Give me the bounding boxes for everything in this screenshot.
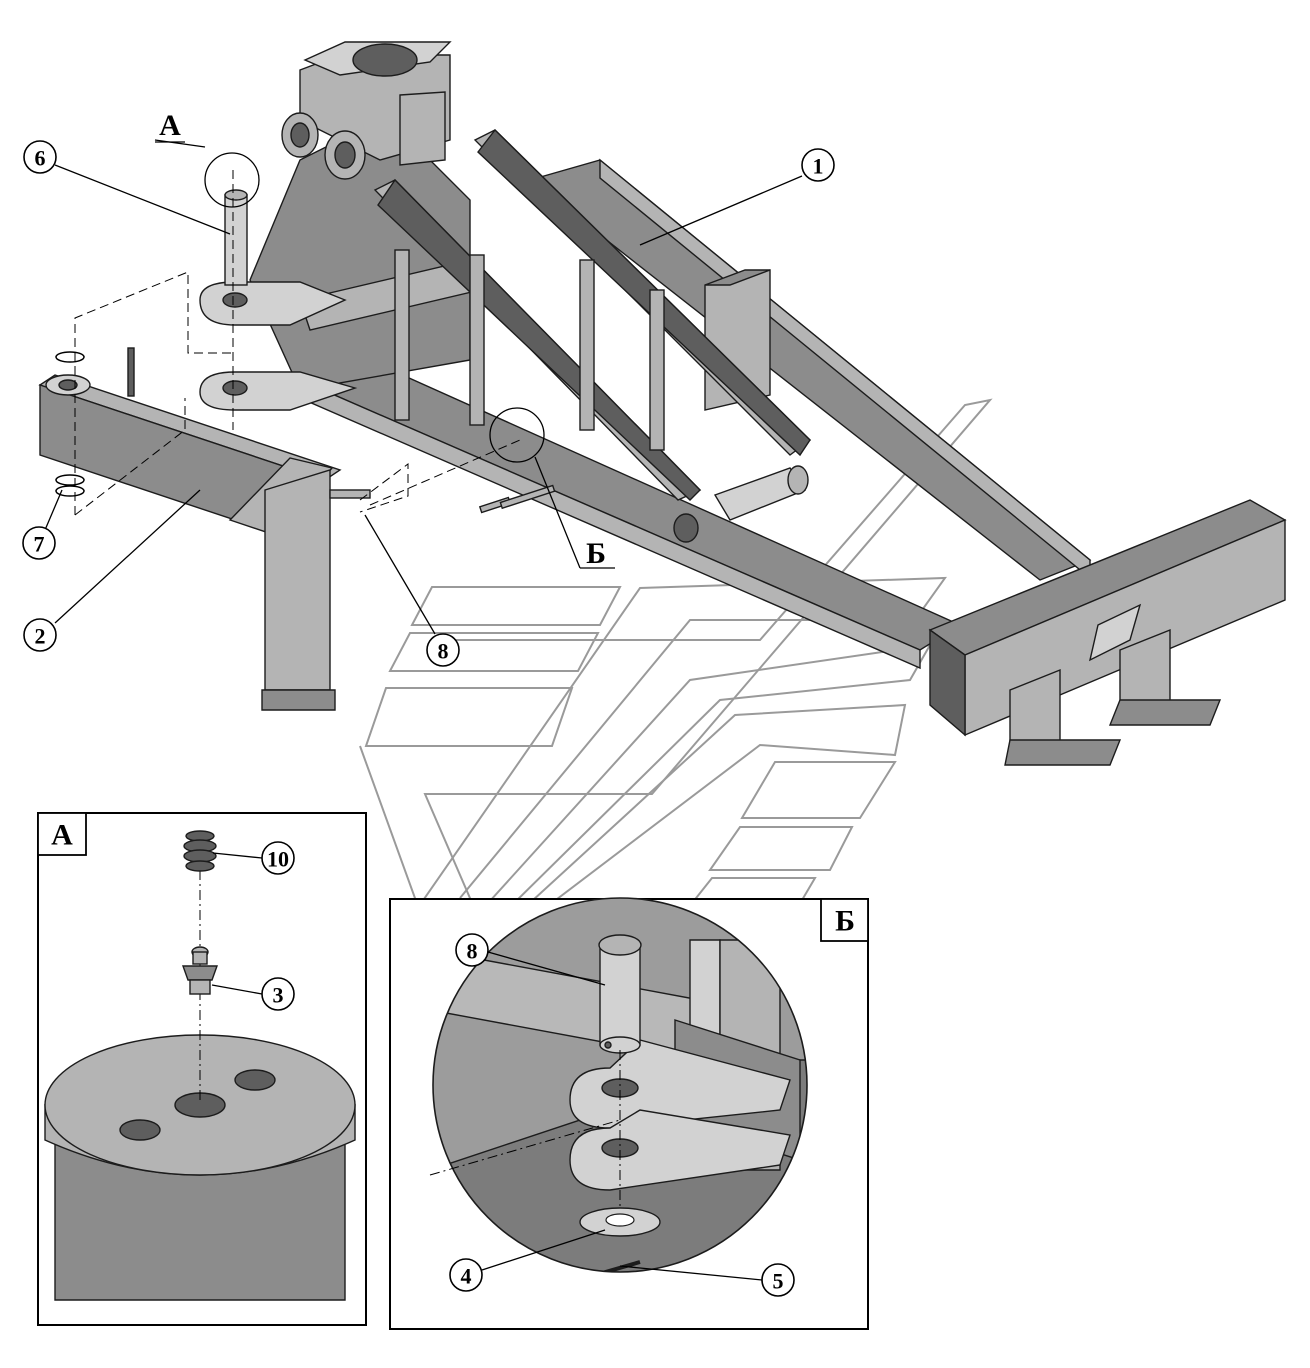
main-callouts: 1 6 2 7 8 (22, 140, 835, 667)
callout-7: 7 (34, 532, 45, 557)
detail-b-marker: Б (586, 537, 606, 570)
callout-5: 5 (773, 1269, 784, 1294)
hinge-pin (598, 934, 642, 1054)
detail-a-tag (37, 812, 87, 856)
assembly-guide-lines (74, 170, 521, 516)
detail-view-a: А 10 3 (37, 812, 367, 1326)
main-frame-assembly (199, 41, 1287, 766)
callout-1-circle (801, 148, 835, 182)
detail-view-b: Б (389, 897, 869, 1330)
upper-lug (569, 1039, 791, 1129)
detail-b-tag (820, 898, 869, 942)
callout-10: 10 (267, 847, 289, 872)
callout-7-circle (22, 526, 56, 560)
callout-3-circle (261, 977, 295, 1011)
detail-markers: А Б (154, 109, 615, 570)
callout-4-circle (449, 1258, 483, 1292)
loose-pin-group (329, 484, 556, 514)
callout-b8: 8 (467, 939, 478, 964)
callout-8-circle (426, 633, 460, 667)
callout-8: 8 (438, 639, 449, 664)
lower-lug (569, 1109, 791, 1191)
detail-a-circle (204, 152, 260, 208)
callout-6: 6 (35, 146, 46, 171)
hitch-pin (224, 194, 248, 286)
callout-2-circle (23, 618, 57, 652)
detail-a-marker: А (159, 109, 181, 142)
grease-fitting (182, 946, 218, 995)
detail-b-circle (489, 407, 545, 463)
callout-3: 3 (273, 983, 284, 1008)
thrust-washers (55, 351, 85, 497)
callout-6-circle (23, 140, 57, 174)
cotter-pin (584, 1260, 641, 1272)
protective-cap (183, 830, 217, 872)
callout-10-circle (261, 841, 295, 875)
callout-4: 4 (461, 1264, 472, 1289)
callout-b8-circle (455, 933, 489, 967)
callout-5-circle (761, 1263, 795, 1297)
swing-arm-part (38, 347, 342, 711)
detail-a-tag-label: А (51, 819, 73, 852)
detail-b-tag-label: Б (835, 905, 855, 938)
callout-1: 1 (813, 154, 824, 179)
callout-2: 2 (35, 624, 46, 649)
